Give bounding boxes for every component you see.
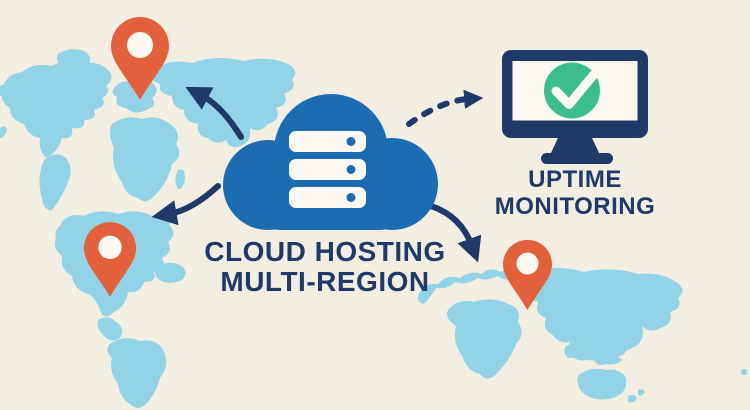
continent-greenland-top xyxy=(56,49,91,70)
location-pin-west xyxy=(83,221,137,297)
check-circle-icon xyxy=(544,62,600,119)
island-philippines xyxy=(590,316,600,329)
island-edge-1 xyxy=(0,84,8,96)
cloud-hosting-label: CLOUD HOSTING MULTI-REGION xyxy=(150,237,500,297)
uptime-monitoring-label: UPTIME MONITORING xyxy=(450,166,700,220)
island-new-guinea xyxy=(602,354,622,365)
arrow-to-east-pin xyxy=(428,203,482,263)
continent-africa-top xyxy=(109,117,180,202)
uptime-monitoring-label-line2: MONITORING xyxy=(494,193,656,220)
island-greenland xyxy=(155,262,186,283)
arrow-to-north-pin xyxy=(185,86,244,140)
continent-south-america xyxy=(107,338,167,408)
location-pin-north xyxy=(110,16,170,100)
island-se-asia-2 xyxy=(584,350,600,361)
cloud-hosting-icon xyxy=(215,88,445,236)
continent-africa xyxy=(447,299,522,379)
continent-australia xyxy=(577,368,627,400)
island-new-zealand-2 xyxy=(638,389,645,396)
island-se-asia-1 xyxy=(564,344,580,358)
cloud-hosting-label-line1: CLOUD HOSTING xyxy=(204,236,446,267)
location-pin-icon xyxy=(83,222,137,297)
uptime-monitor xyxy=(498,46,653,168)
arrow-to-west-pin xyxy=(151,183,221,226)
continent-south-america-top xyxy=(39,154,71,211)
cloud-server-icon xyxy=(223,94,438,230)
arrow-to-monitor xyxy=(406,89,484,127)
island-new-zealand-1 xyxy=(628,394,637,403)
location-pin-east xyxy=(502,239,553,310)
location-pin-icon xyxy=(111,17,169,100)
continent-north-america-top xyxy=(1,61,112,158)
continent-asia-top xyxy=(151,57,296,148)
monitor-icon xyxy=(502,50,648,164)
continent-central-america xyxy=(97,317,123,341)
island-dot xyxy=(741,369,747,375)
cloud-hosting-label-line2: MULTI-REGION xyxy=(220,266,430,297)
peninsula-india xyxy=(607,327,630,357)
server-rack-icon xyxy=(289,131,366,208)
uptime-monitoring-label-line1: UPTIME xyxy=(528,166,622,193)
island-edge-2 xyxy=(0,126,7,138)
island-madagascar-top xyxy=(175,169,185,189)
location-pin-icon xyxy=(502,239,553,310)
